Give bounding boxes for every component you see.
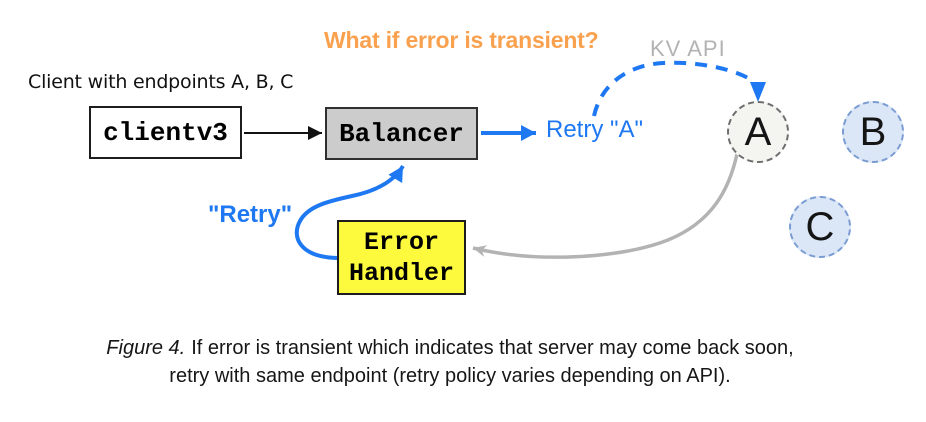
node-endpoint-c: C [789,196,851,258]
endpoint-a-to-error-handler-arrow [472,153,739,259]
caption-line-2: retry with same endpoint (retry policy v… [169,365,731,387]
kv-api-dashed-arrow [592,60,755,117]
caption-line-1-text: If error is transient which indicates th… [191,337,794,359]
caption-line-1: Figure 4.If error is transient which ind… [0,334,900,362]
figure-number: Figure 4. [106,337,186,359]
node-balancer: Balancer [325,107,478,160]
error-handler-to-balancer-retry-arrow [294,164,405,260]
node-endpoint-a: A [727,101,789,163]
retry-a-edge-label: Retry "A" [546,116,644,143]
node-clientv3: clientv3 [89,106,242,159]
kv-api-arrowhead-icon [750,82,766,102]
transient-error-question: What if error is transient? [324,27,599,53]
kv-api-label: KV API [650,36,726,61]
node-endpoint-b: B [842,101,904,163]
client-endpoints-note: Client with endpoints A, B, C [28,71,294,93]
retry-edge-label: "Retry" [208,201,293,228]
figure-caption: Figure 4.If error is transient which ind… [0,334,900,390]
node-error-handler: Error Handler [337,220,466,295]
